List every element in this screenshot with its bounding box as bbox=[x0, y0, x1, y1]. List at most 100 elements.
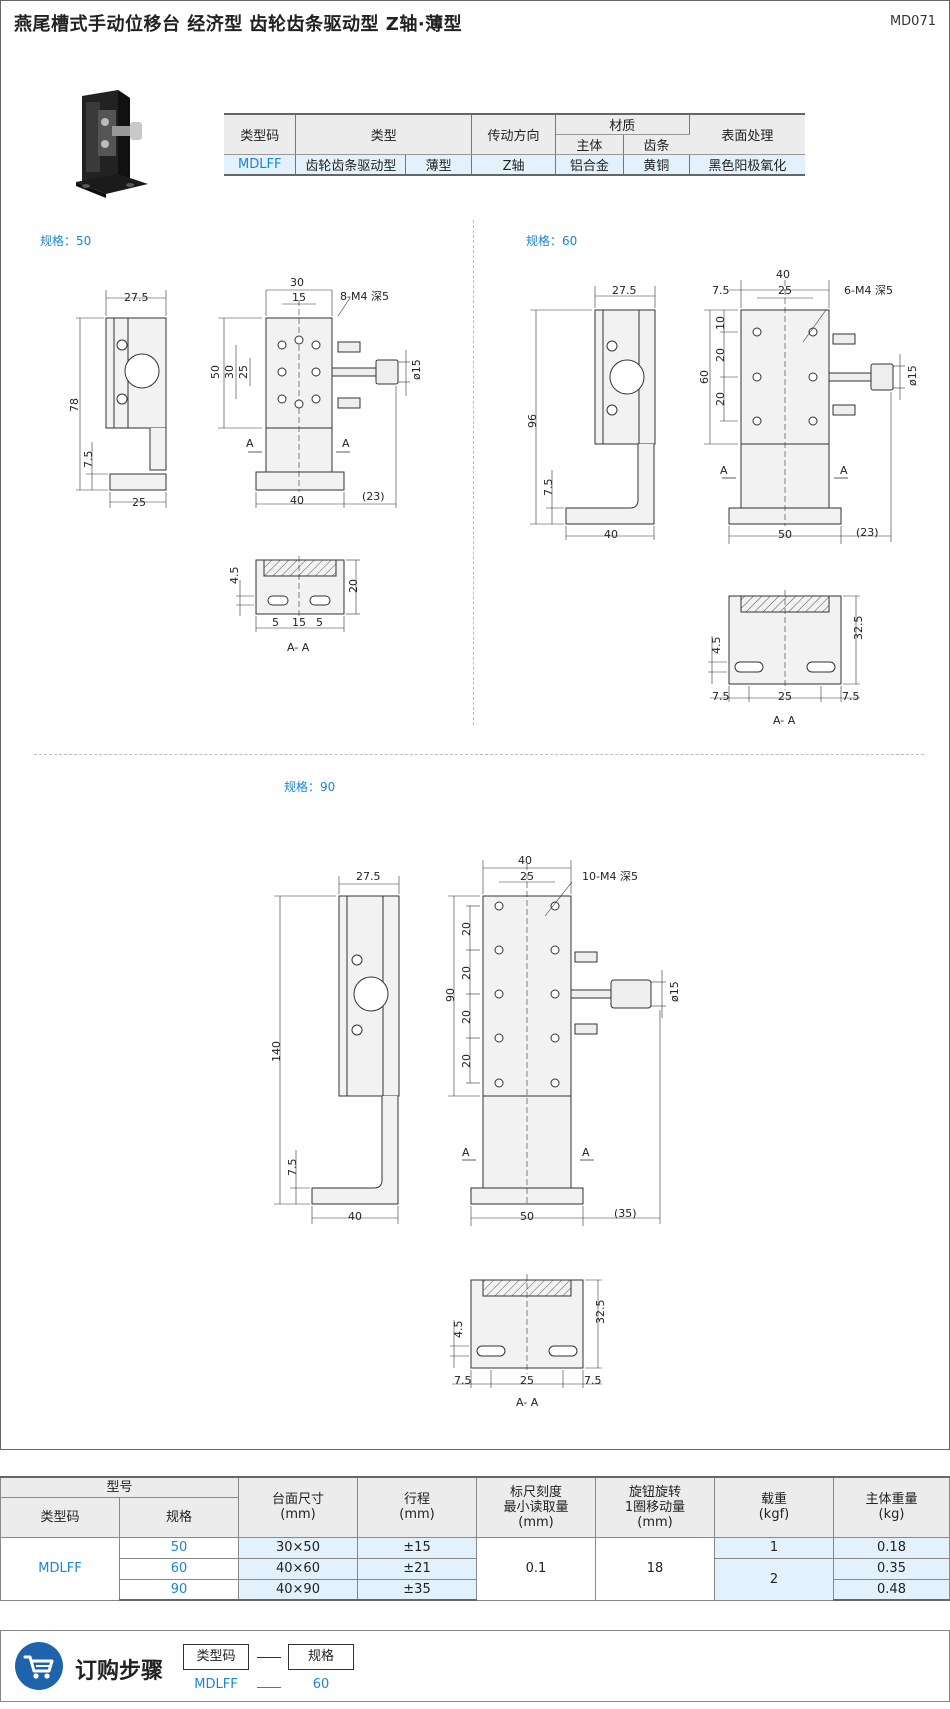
dim-7-5: 7.5 bbox=[286, 1159, 299, 1177]
size90-front-view bbox=[448, 860, 666, 1226]
size50-side-view bbox=[76, 290, 167, 508]
dim-20: 20 bbox=[347, 579, 360, 593]
step-box-code: 类型码 bbox=[183, 1644, 249, 1670]
size50-front-view bbox=[218, 289, 410, 508]
table-row: 90 40×90 ±35 0.48 bbox=[1, 1578, 950, 1601]
dim-7-5: 7.5 bbox=[542, 479, 555, 497]
dim-40: 40 bbox=[290, 494, 304, 507]
dim-v25: 25 bbox=[237, 365, 250, 379]
header-code: 类型码 bbox=[224, 113, 297, 155]
dim-4-5: 4.5 bbox=[710, 637, 723, 655]
header-spec: 规格 bbox=[119, 1496, 239, 1538]
step-value-code: MDLFF bbox=[194, 1677, 238, 1692]
dim-40b: 40 bbox=[776, 268, 790, 281]
dim-dia: ø15 bbox=[410, 359, 423, 380]
dim-40: 40 bbox=[604, 528, 618, 541]
section-label: A- A bbox=[516, 1396, 539, 1409]
row-load: 1 bbox=[714, 1536, 834, 1559]
dim-50: 50 bbox=[209, 365, 222, 379]
row-stroke: ±35 bbox=[357, 1578, 477, 1601]
header-scale: 标尺刻度 最小读取量 (mm) bbox=[476, 1476, 596, 1538]
step-box-spec: 规格 bbox=[288, 1644, 354, 1670]
dim-15b: 15 bbox=[292, 616, 306, 629]
spec-type-2: 薄型 bbox=[405, 154, 473, 176]
spec-rack: 黄铜 bbox=[623, 154, 690, 176]
model-code: MDLFF bbox=[0, 1536, 120, 1601]
dim-25: 25 bbox=[132, 496, 146, 509]
header-code: 类型码 bbox=[0, 1496, 120, 1538]
dim-7-5b: 7.5 bbox=[712, 284, 730, 297]
dim-25: 25 bbox=[778, 284, 792, 297]
spec-body: 铝合金 bbox=[555, 154, 624, 176]
row-stage: 40×60 bbox=[238, 1557, 358, 1580]
section-a-right: A bbox=[342, 437, 350, 450]
spec-type-1: 齿轮齿条驱动型 bbox=[295, 154, 407, 176]
order-steps: 订购步骤 类型码 规格 MDLFF 60 bbox=[0, 1630, 950, 1702]
dim-40b: 40 bbox=[518, 854, 532, 867]
dim-25: 25 bbox=[520, 870, 534, 883]
row-weight: 0.35 bbox=[833, 1557, 950, 1580]
section-a-right: A bbox=[582, 1146, 590, 1159]
size60-side-view bbox=[530, 286, 656, 540]
spec-surface: 黑色阳极氧化 bbox=[689, 154, 805, 176]
header-load: 载重 (kgf) bbox=[714, 1476, 834, 1538]
dim-50: 50 bbox=[778, 528, 792, 541]
header-type: 类型 bbox=[295, 113, 473, 155]
dim-50: 50 bbox=[520, 1210, 534, 1223]
section-a-left: A bbox=[720, 464, 728, 477]
size50-section bbox=[236, 556, 360, 632]
size60-section bbox=[708, 590, 860, 702]
dim-23: (23) bbox=[856, 526, 879, 539]
size-label-90: 规格：90 bbox=[284, 780, 336, 794]
header-rack: 齿条 bbox=[623, 134, 690, 155]
row-weight: 0.18 bbox=[833, 1536, 950, 1559]
dim-dia: ø15 bbox=[668, 981, 681, 1002]
dim-20d: 20 bbox=[460, 1054, 473, 1068]
divider-vertical bbox=[473, 220, 474, 725]
dim-7-5c: 7.5 bbox=[584, 1374, 602, 1387]
dim-32-5: 32.5 bbox=[594, 1300, 607, 1325]
size90-dimensions: 27.5 140 7.5 40 40 25 10-M4 深5 20 20 20 … bbox=[270, 854, 681, 1409]
step-value-connector bbox=[257, 1687, 281, 1688]
header-stage: 台面尺寸 (mm) bbox=[238, 1476, 358, 1538]
dim-40: 40 bbox=[348, 1210, 362, 1223]
row-load: 2 bbox=[714, 1557, 834, 1601]
step-value-spec: 60 bbox=[312, 1677, 330, 1692]
dim-dia: ø15 bbox=[906, 365, 919, 386]
model-scale: 0.1 bbox=[476, 1536, 596, 1601]
dim-4-5: 4.5 bbox=[228, 567, 241, 585]
dim-hole: 6-M4 深5 bbox=[844, 284, 893, 297]
dim-5b: 5 bbox=[316, 616, 323, 629]
product-photo bbox=[76, 90, 148, 198]
dim-20a: 20 bbox=[714, 348, 727, 362]
document-code: MD071 bbox=[889, 14, 936, 29]
dim-20b: 20 bbox=[460, 966, 473, 980]
dim-15: 15 bbox=[292, 291, 306, 304]
dim-hole: 8-M4 深5 bbox=[340, 290, 389, 303]
model-knob: 18 bbox=[595, 1536, 715, 1601]
dim-60: 60 bbox=[698, 370, 711, 384]
row-stage: 30×50 bbox=[238, 1536, 358, 1559]
dim-140: 140 bbox=[270, 1041, 283, 1062]
header-model: 型号 bbox=[0, 1476, 239, 1498]
dim-78: 78 bbox=[68, 398, 81, 412]
dim-96: 96 bbox=[526, 414, 539, 428]
header-body: 主体 bbox=[555, 134, 624, 155]
dim-20b: 20 bbox=[714, 392, 727, 406]
header-weight: 主体重量 (kg) bbox=[833, 1476, 950, 1538]
section-a-right: A bbox=[840, 464, 848, 477]
dim-25b: 25 bbox=[778, 690, 792, 703]
header-knob: 旋钮旋转 1圈移动量 (mm) bbox=[595, 1476, 715, 1538]
row-spec: 50 bbox=[119, 1536, 239, 1559]
page-title: 燕尾槽式手动位移台 经济型 齿轮齿条驱动型 Z轴·薄型 bbox=[14, 14, 463, 35]
dim-7-5: 7.5 bbox=[82, 451, 95, 469]
cart-icon bbox=[15, 1642, 63, 1690]
header-stroke: 行程 (mm) bbox=[357, 1476, 477, 1538]
dim-hole: 10-M4 深5 bbox=[582, 870, 638, 883]
size90-side-view bbox=[274, 876, 400, 1224]
header-direction: 传动方向 bbox=[471, 113, 556, 155]
model-table: 型号 台面尺寸 (mm) 行程 (mm) 标尺刻度 最小读取量 (mm) 旋钮旋… bbox=[0, 1476, 950, 1601]
size90-section bbox=[450, 1274, 602, 1388]
dim-27-5: 27.5 bbox=[124, 291, 149, 304]
section-label: A- A bbox=[773, 714, 796, 727]
